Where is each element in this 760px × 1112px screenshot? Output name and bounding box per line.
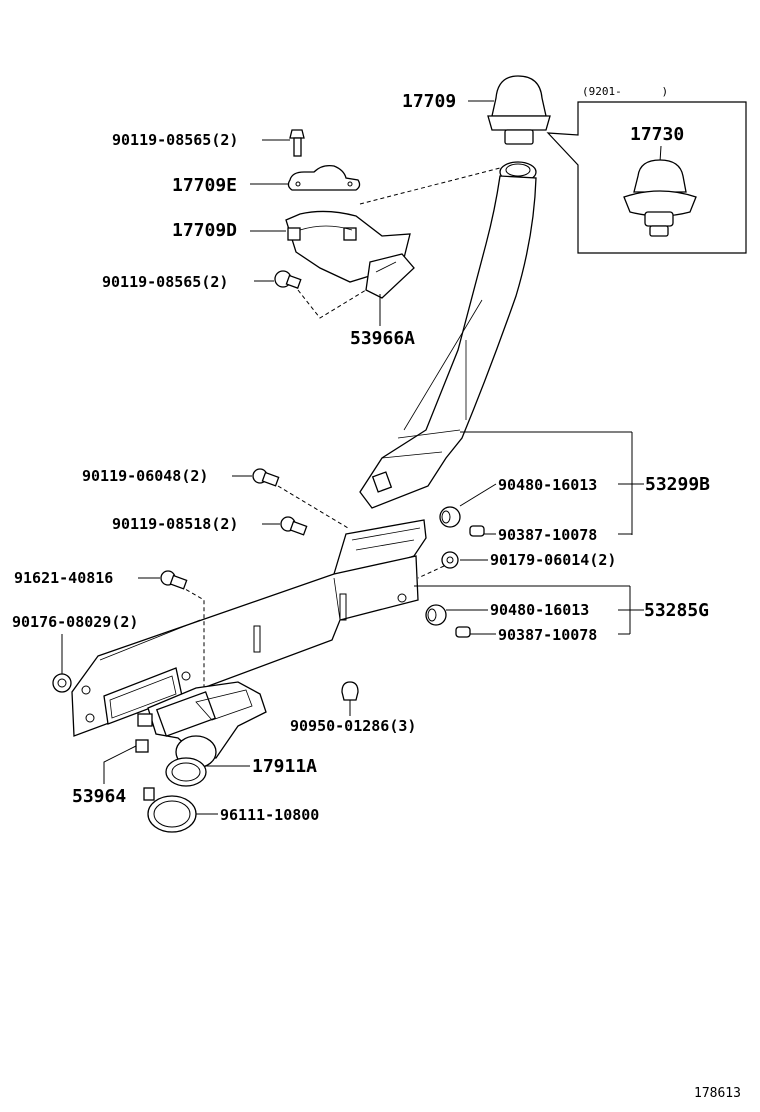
snorkel-pipe-icon [359, 161, 537, 509]
label-90119-08518: 90119-08518(2) [112, 515, 238, 533]
clamp-upper-icon [287, 164, 361, 191]
cap-icon [341, 681, 359, 701]
bolt-icon [289, 129, 305, 157]
label-90387-10078-b: 90387-10078 [498, 626, 597, 644]
label-90179-06014: 90179-06014(2) [490, 551, 616, 569]
nut-icon-2 [52, 673, 72, 693]
diagram-id: 178613 [694, 1086, 741, 1101]
label-17709D: 17709D [172, 220, 237, 241]
label-17709: 17709 [402, 91, 456, 112]
bolt-icon-5 [160, 570, 188, 590]
clip-bracket-icon [135, 739, 149, 753]
inset-panel: (9201- ) 17730 [546, 85, 747, 254]
clip-icon-2 [455, 626, 471, 638]
label-90119-08565-lower: 90119-08565(2) [102, 273, 228, 291]
clip-icon [469, 525, 485, 537]
label-90119-06048: 90119-06048(2) [82, 467, 208, 485]
label-90950-01286: 90950-01286(3) [290, 717, 416, 735]
snorkel-head-inset-icon [623, 159, 697, 237]
inset-caption: (9201- ) [582, 85, 668, 98]
label-90176-08029: 90176-08029(2) [12, 613, 138, 631]
label-90387-10078-a: 90387-10078 [498, 526, 597, 544]
label-17730: 17730 [630, 124, 684, 145]
bolt-icon-2 [274, 270, 302, 289]
label-90119-08565-upper: 90119-08565(2) [112, 131, 238, 149]
label-53966A: 53966A [350, 328, 415, 349]
label-90480-16013-b: 90480-16013 [490, 601, 589, 619]
label-17911A: 17911A [252, 756, 317, 777]
label-91621-40816: 91621-40816 [14, 569, 113, 587]
snorkel-head-icon [487, 75, 551, 145]
hose-clamp-icon [143, 787, 197, 833]
label-53285G: 53285G [644, 600, 709, 621]
label-53964: 53964 [72, 786, 126, 807]
grommet-icon-2 [425, 604, 447, 626]
mount-bracket-icon [285, 210, 415, 299]
nut-icon [441, 551, 459, 569]
intake-flange-icon [137, 681, 267, 787]
label-17709E: 17709E [172, 175, 237, 196]
label-90480-16013-a: 90480-16013 [498, 476, 597, 494]
air-duct-housing-icon [71, 519, 427, 737]
bolt-icon-3 [252, 468, 280, 487]
label-96111-10800: 96111-10800 [220, 806, 319, 824]
bolt-icon-4 [280, 516, 308, 536]
grommet-icon [439, 506, 461, 528]
label-53299B: 53299B [645, 474, 710, 495]
